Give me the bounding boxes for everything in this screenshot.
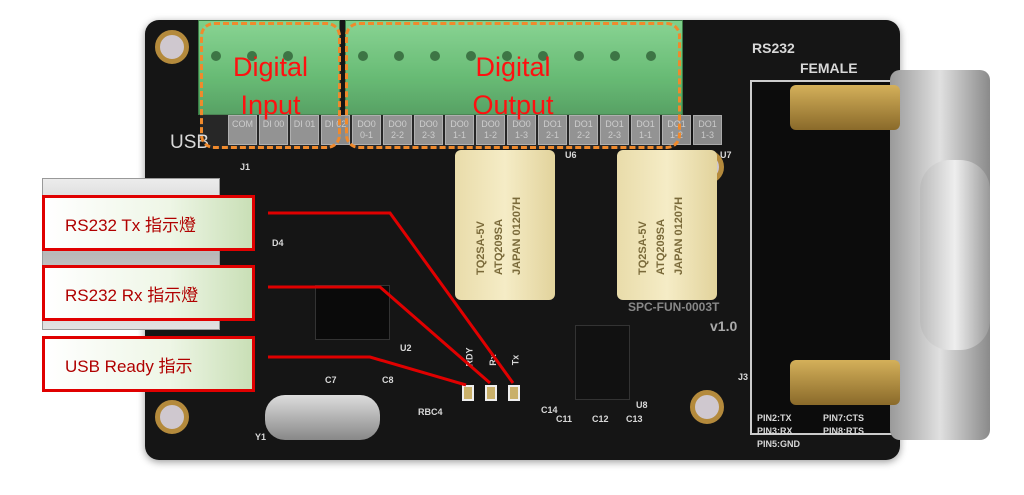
terminal-screw bbox=[646, 51, 656, 61]
component-label: D4 bbox=[272, 238, 284, 248]
relay-u7: TQ2SA-5V ATQ209SA JAPAN 01207H bbox=[617, 150, 717, 300]
digital-output-highlight: Digital Output bbox=[345, 22, 681, 149]
pin-label: PIN2:TX bbox=[757, 413, 792, 423]
tx-indicator-label: RS232 Tx 指示燈 bbox=[42, 195, 255, 251]
component-label: J1 bbox=[240, 162, 251, 172]
pin-label: PIN3:RX bbox=[757, 426, 793, 436]
chip-u8 bbox=[575, 325, 630, 400]
terminal-screw bbox=[502, 51, 512, 61]
terminal-label: DO0 1-3 bbox=[507, 115, 536, 145]
component-label: Y1 bbox=[255, 432, 267, 442]
digital-output-subtitle: Output bbox=[472, 89, 554, 120]
crystal-y1 bbox=[265, 395, 380, 440]
input-terminal-block bbox=[198, 20, 340, 115]
led-tx bbox=[508, 385, 520, 401]
terminal-label: DO1 2-3 bbox=[600, 115, 629, 145]
mounting-hole bbox=[690, 390, 724, 424]
pin-label: PIN8:RTS bbox=[823, 426, 865, 436]
mounting-hole bbox=[155, 30, 189, 64]
terminal-screw bbox=[358, 51, 368, 61]
terminal-label: DO1 1-1 bbox=[631, 115, 660, 145]
component-label: J3 bbox=[738, 372, 749, 382]
db9-connector bbox=[750, 70, 990, 440]
digital-output-title: Digital bbox=[475, 51, 551, 82]
terminal-label: DO1 1-3 bbox=[693, 115, 722, 145]
terminal-screw bbox=[283, 51, 293, 61]
version-silk: v1.0 bbox=[710, 318, 738, 334]
component-label: U8 bbox=[636, 400, 648, 410]
terminal-label: DO1 2-1 bbox=[538, 115, 567, 145]
ready-callout-line bbox=[268, 355, 467, 387]
terminal-label: DO0 1-1 bbox=[445, 115, 474, 145]
tx-callout-line bbox=[268, 211, 515, 384]
component-label: U2 bbox=[400, 343, 412, 353]
led-rx bbox=[485, 385, 497, 401]
component-label: C12 bbox=[592, 414, 609, 424]
component-label: RBC4 bbox=[418, 407, 443, 417]
rx-indicator-label: RS232 Rx 指示燈 bbox=[42, 265, 255, 321]
pin-label: PIN5:GND bbox=[757, 439, 801, 449]
db9-screw bbox=[790, 360, 900, 405]
terminal-label: DI 00 bbox=[259, 115, 288, 145]
terminal-label: DO0 1-2 bbox=[476, 115, 505, 145]
db9-screw bbox=[790, 85, 900, 130]
terminal-screw bbox=[430, 51, 440, 61]
terminal-screw bbox=[466, 51, 476, 61]
rs232-silk: RS232 bbox=[752, 40, 795, 56]
terminal-screw bbox=[574, 51, 584, 61]
terminal-screw bbox=[247, 51, 257, 61]
led-ready bbox=[462, 385, 474, 401]
terminal-screw bbox=[610, 51, 620, 61]
output-terminal-block bbox=[345, 20, 683, 115]
terminal-screw bbox=[211, 51, 221, 61]
digital-input-subtitle: Input bbox=[240, 89, 301, 120]
terminal-screw bbox=[538, 51, 548, 61]
terminal-label: DO1 2-2 bbox=[569, 115, 598, 145]
terminal-label: DO0 2-3 bbox=[414, 115, 443, 145]
pin-label: PIN7:CTS bbox=[823, 413, 865, 423]
component-label: C13 bbox=[626, 414, 643, 424]
component-label: C7 bbox=[325, 375, 337, 385]
usb-ready-label: USB Ready 指示 bbox=[42, 336, 255, 392]
component-label: U6 bbox=[565, 150, 577, 160]
digital-input-highlight: Digital Input bbox=[200, 22, 341, 149]
terminal-screw bbox=[394, 51, 404, 61]
female-silk: FEMALE bbox=[800, 60, 858, 76]
component-label: C14 bbox=[541, 405, 558, 415]
digital-input-title: Digital bbox=[232, 51, 309, 82]
terminal-label: COM bbox=[228, 115, 257, 145]
component-label: C11 bbox=[556, 414, 573, 424]
relay-u6: TQ2SA-5V ATQ209SA JAPAN 01207H bbox=[455, 150, 555, 300]
component-label: C8 bbox=[382, 375, 394, 385]
terminal-label: DI 01 bbox=[290, 115, 319, 145]
component-label: U7 bbox=[720, 150, 732, 160]
db9-plug bbox=[920, 160, 990, 350]
rx-callout-line bbox=[268, 285, 491, 385]
mounting-hole bbox=[155, 400, 189, 434]
terminal-label: DO0 2-2 bbox=[383, 115, 412, 145]
usb-silk: USB bbox=[170, 132, 210, 153]
model-silk: SPC-FUN-0003T bbox=[628, 300, 720, 314]
